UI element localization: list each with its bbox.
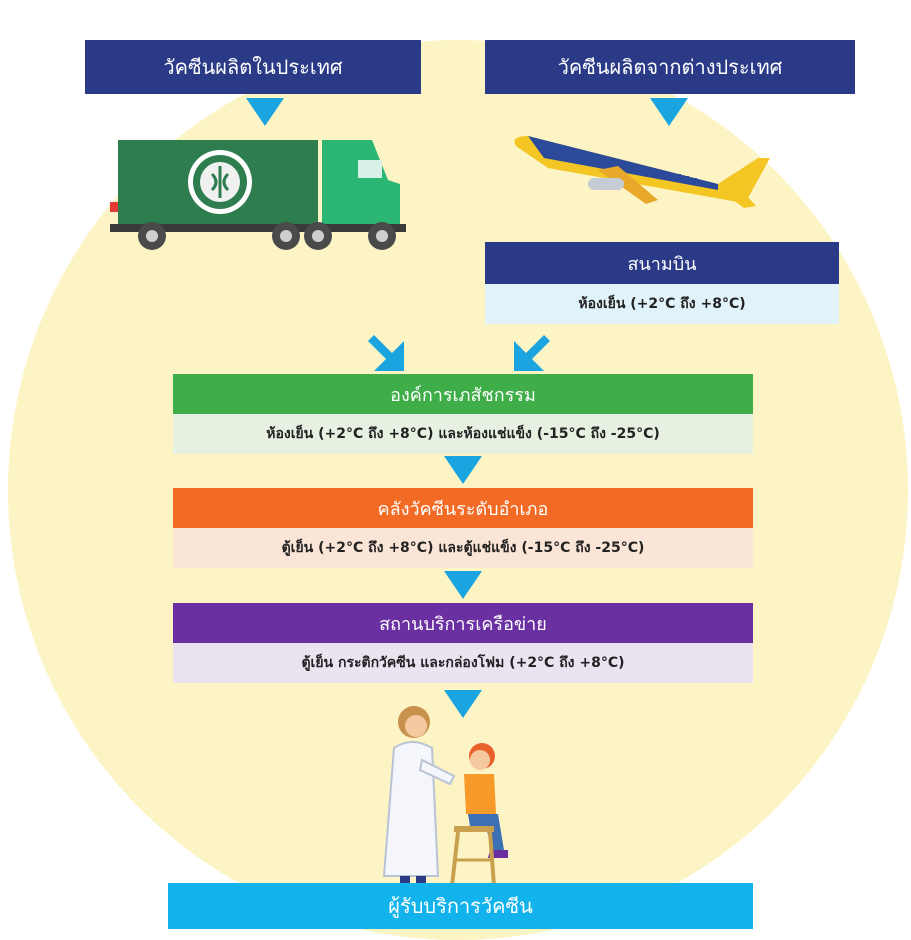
arrow-down-icon	[444, 456, 482, 484]
airplane-illustration	[514, 136, 770, 208]
gpo-detail-box: ห้องเย็น (+2°C ถึง +8°C) และห้องแช่แข็ง …	[173, 414, 753, 454]
source-foreign-label: วัคซีนผลิตจากต่างประเทศ	[557, 55, 783, 79]
arrow-down-icon	[444, 690, 482, 718]
district-detail-box: ตู้เย็น (+2°C ถึง +8°C) และตู้แช่แข็ง (-…	[173, 528, 753, 568]
airport-title-box: สนามบิน	[485, 242, 839, 284]
recipient-label: ผู้รับบริการวัคซีน	[388, 894, 533, 918]
network-detail-box: ตู้เย็น กระติกวัคซีน และกล่องโฟม (+2°C ถ…	[173, 643, 753, 683]
district-title-box: คลังวัคซีนระดับอำเภอ	[173, 488, 753, 528]
airport-title: สนามบิน	[627, 253, 697, 275]
source-domestic-box: วัคซีนผลิตในประเทศ	[85, 40, 421, 94]
source-domestic-label: วัคซีนผลิตในประเทศ	[163, 55, 343, 79]
gpo-title-box: องค์การเภสัชกรรม	[173, 374, 753, 414]
arrow-down-right-icon	[368, 335, 404, 371]
airport-detail-box: ห้องเย็น (+2°C ถึง +8°C)	[485, 284, 839, 324]
gpo-title: องค์การเภสัชกรรม	[390, 384, 536, 406]
arrow-down-icon	[650, 98, 688, 126]
truck-illustration	[110, 140, 406, 250]
district-title: คลังวัคซีนระดับอำเภอ	[377, 498, 549, 520]
vaccination-illustration	[382, 706, 508, 887]
gpo-detail: ห้องเย็น (+2°C ถึง +8°C) และห้องแช่แข็ง …	[266, 426, 660, 442]
network-title: สถานบริการเครือข่าย	[379, 613, 547, 635]
network-title-box: สถานบริการเครือข่าย	[173, 603, 753, 643]
recipient-box: ผู้รับบริการวัคซีน	[168, 883, 753, 929]
source-foreign-box: วัคซีนผลิตจากต่างประเทศ	[485, 40, 855, 94]
network-detail: ตู้เย็น กระติกวัคซีน และกล่องโฟม (+2°C ถ…	[301, 655, 625, 671]
arrow-down-left-icon	[514, 335, 550, 371]
arrow-down-icon	[246, 98, 284, 126]
arrow-down-icon	[444, 571, 482, 599]
district-detail: ตู้เย็น (+2°C ถึง +8°C) และตู้แช่แข็ง (-…	[281, 540, 645, 556]
airport-detail: ห้องเย็น (+2°C ถึง +8°C)	[578, 296, 746, 312]
